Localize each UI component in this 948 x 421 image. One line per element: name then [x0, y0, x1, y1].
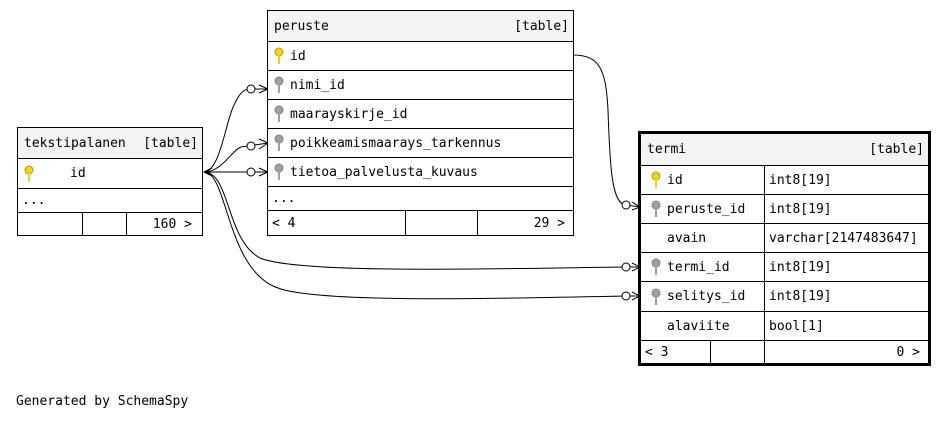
table-footer: < 3 0 > [641, 340, 928, 363]
parents-count[interactable]: < 4 [272, 215, 296, 231]
column-type: int8[19] [764, 195, 928, 223]
table-header: termi [table] [641, 134, 928, 165]
primary-key-icon [24, 165, 34, 183]
foreign-key-icon [651, 258, 661, 276]
column-name: peruste_id [667, 201, 746, 217]
foreign-key-icon [274, 134, 284, 152]
column-row[interactable]: maarayskirje_id [268, 99, 573, 128]
table-header: peruste [table] [268, 11, 573, 41]
edge-termi-termi [203, 171, 640, 270]
column-row[interactable]: id [268, 41, 573, 70]
edge-end-circle [621, 262, 631, 272]
edge-peruste-nimi [203, 88, 268, 173]
column-name: id [290, 48, 306, 64]
table-type: [table] [514, 18, 569, 34]
column-name: tietoa_palvelusta_kuvaus [290, 164, 478, 180]
column-type: int8[19] [764, 166, 928, 194]
table-termi[interactable]: termi [table] id int8[19] peruste_id int… [638, 131, 931, 366]
column-row[interactable]: selitys_id int8[19] [641, 281, 928, 311]
edge-termi-peruste [572, 54, 641, 208]
column-name: poikkeamismaarays_tarkennus [290, 135, 502, 151]
table-name: termi [647, 142, 687, 157]
column-type: varchar[2147483647] [764, 224, 928, 252]
foreign-key-icon [274, 163, 284, 181]
edge-end-circle [621, 200, 631, 210]
column-row[interactable]: avain varchar[2147483647] [641, 223, 928, 252]
column-row[interactable]: termi_id int8[19] [641, 252, 928, 281]
column-row[interactable]: alaviite bool[1] [641, 311, 928, 340]
foreign-key-icon [651, 288, 661, 306]
column-name: avain [667, 230, 707, 246]
edge-peruste-poikkeamis [203, 142, 269, 173]
table-footer: 160 > [18, 212, 202, 235]
table-peruste[interactable]: peruste [table] id nimi_id maarayskirje_… [267, 10, 574, 236]
column-type: int8[19] [764, 253, 928, 281]
column-name: termi_id [667, 259, 730, 275]
edge-termi-selitys [203, 171, 640, 300]
foreign-key-icon [274, 105, 284, 123]
primary-key-icon [274, 47, 284, 65]
primary-key-icon [651, 171, 661, 189]
column-row[interactable]: peruste_id int8[19] [641, 194, 928, 223]
column-type: int8[19] [764, 282, 928, 311]
table-header: tekstipalanen [table] [18, 128, 202, 158]
column-name: maarayskirje_id [290, 106, 408, 122]
table-type: [table] [869, 142, 924, 157]
column-row[interactable]: nimi_id [268, 70, 573, 99]
column-name: nimi_id [290, 77, 345, 93]
column-row[interactable]: id int8[19] [641, 165, 928, 194]
edge-end-circle [246, 141, 256, 151]
edge-end-circle [246, 167, 256, 177]
table-footer: < 4 29 > [268, 210, 573, 235]
children-count[interactable]: 29 > [477, 211, 573, 235]
edge-origin [203, 167, 213, 177]
generated-by-text: Generated by SchemaSpy [16, 394, 189, 409]
more-columns: ... [268, 186, 573, 210]
column-type: bool[1] [764, 312, 928, 340]
column-row[interactable]: id [18, 158, 202, 188]
children-count[interactable]: 160 > [126, 213, 202, 235]
column-name: id [70, 166, 86, 181]
foreign-key-icon [651, 200, 661, 218]
edge-end-circle [246, 84, 256, 94]
column-row[interactable]: poikkeamismaarays_tarkennus [268, 128, 573, 157]
children-count[interactable]: 0 > [764, 341, 928, 363]
edge-end-circle [621, 291, 631, 301]
more-columns: ... [18, 188, 202, 212]
table-name: peruste [274, 18, 329, 34]
column-row[interactable]: tietoa_palvelusta_kuvaus [268, 157, 573, 186]
foreign-key-icon [274, 76, 284, 94]
column-name: alaviite [667, 318, 730, 334]
table-tekstipalanen[interactable]: tekstipalanen [table] id ... 160 > [17, 127, 203, 236]
table-type: [table] [143, 135, 198, 151]
parents-count[interactable]: < 3 [645, 344, 669, 360]
column-name: selitys_id [667, 289, 746, 304]
table-name: tekstipalanen [24, 135, 126, 151]
column-name: id [667, 172, 683, 188]
